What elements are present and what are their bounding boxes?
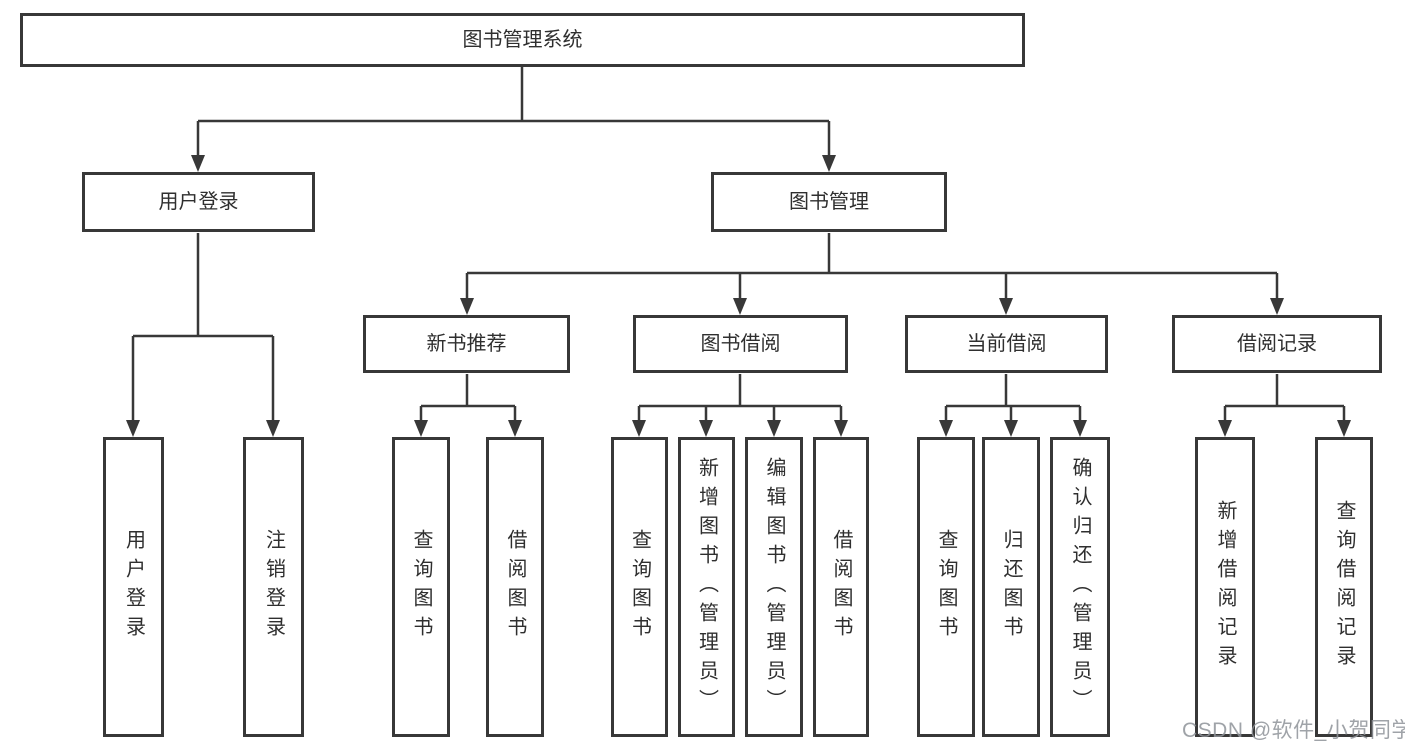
- node-query-borrow-record: 查询借阅记录: [1315, 437, 1373, 737]
- node-confirm-return-admin: 确认归还（管理员）: [1050, 437, 1110, 737]
- node-label: 借阅图书: [830, 529, 852, 645]
- node-library-management-system: 图书管理系统: [20, 13, 1025, 67]
- node-label: 归还图书: [1000, 529, 1022, 645]
- node-label: 图书管理系统: [462, 29, 583, 51]
- node-book-management-module: 图书管理: [711, 172, 947, 232]
- node-logout: 注销登录: [243, 437, 304, 737]
- csdn-watermark: CSDN @软件_小贺同学: [1182, 719, 1405, 742]
- node-label: 查询借阅记录: [1333, 500, 1355, 674]
- node-borrow-books: 借阅图书: [813, 437, 869, 737]
- node-label: 图书借阅: [700, 333, 781, 355]
- node-label: 借阅图书: [504, 529, 526, 645]
- node-user-login-module: 用户登录: [82, 172, 315, 232]
- node-borrowing-records: 借阅记录: [1172, 315, 1382, 373]
- node-label: 用户登录: [122, 529, 145, 645]
- node-add-books-admin: 新增图书（管理员）: [678, 437, 735, 737]
- node-label: 借阅记录: [1237, 333, 1317, 355]
- node-label: 新书推荐: [426, 333, 507, 355]
- node-user-login: 用户登录: [103, 437, 164, 737]
- node-query-books-recommend: 查询图书: [392, 437, 450, 737]
- node-query-books-current: 查询图书: [917, 437, 975, 737]
- node-label: 确认归还（管理员）: [1069, 456, 1091, 718]
- node-current-borrowing: 当前借阅: [905, 315, 1108, 373]
- node-label: 当前借阅: [966, 333, 1047, 355]
- node-label: 查询图书: [628, 529, 651, 645]
- node-add-borrow-record: 新增借阅记录: [1195, 437, 1255, 737]
- node-label: 注销登录: [262, 529, 285, 645]
- node-label: 查询图书: [935, 529, 957, 645]
- node-label: 新增图书（管理员）: [695, 456, 718, 718]
- node-label: 图书管理: [789, 191, 869, 213]
- node-book-borrowing: 图书借阅: [633, 315, 848, 373]
- node-return-books: 归还图书: [982, 437, 1040, 737]
- node-edit-books-admin: 编辑图书（管理员）: [745, 437, 803, 737]
- node-query-books-borrowing: 查询图书: [611, 437, 668, 737]
- node-borrow-books-recommend: 借阅图书: [486, 437, 544, 737]
- node-label: 编辑图书（管理员）: [763, 456, 785, 718]
- node-label: 新增借阅记录: [1214, 500, 1236, 674]
- node-label: 查询图书: [410, 529, 432, 645]
- node-label: 用户登录: [158, 191, 239, 213]
- node-new-book-recommendation: 新书推荐: [363, 315, 570, 373]
